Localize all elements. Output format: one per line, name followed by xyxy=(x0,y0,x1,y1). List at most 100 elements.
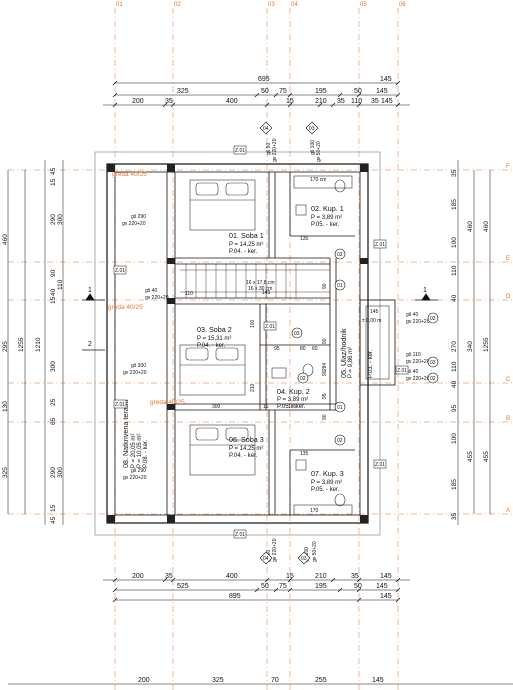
inner-dim-210: 210 xyxy=(250,383,256,392)
dim-bot-extra: 145 xyxy=(380,593,392,600)
marker-03: 03 xyxy=(294,331,300,337)
opening-r110: gš 110 xyxy=(406,352,421,358)
dim-left-15b: 15 xyxy=(50,296,57,304)
room-3-area: P = 15,31 m² xyxy=(197,336,231,342)
z-tag-4: Z.01 xyxy=(265,324,275,330)
opening-w300: gš 300 xyxy=(131,363,146,369)
opening-w40a: gš 40 xyxy=(145,288,157,294)
inner-dim-80: 80 xyxy=(300,346,306,352)
dim-top-145: 145 xyxy=(380,76,392,83)
inner-dim-95b: 95 xyxy=(322,393,328,399)
dim-left-45: 45 xyxy=(50,167,57,175)
dim-right-460b: 460 xyxy=(483,221,490,232)
inner-dim-135a: 135 xyxy=(300,236,309,242)
room-2-name: 02. Kup. 1 xyxy=(311,204,344,213)
staircase xyxy=(180,264,330,298)
dim-left-290b: 290 xyxy=(50,467,57,478)
dim-top-145b: 145 xyxy=(376,88,388,95)
inner-dim-300: 300 xyxy=(212,404,221,410)
axis-label-02: 02 xyxy=(174,2,181,8)
inner-dim-60: 60 xyxy=(312,346,318,352)
z-tag-labels: Z.01 Z.01 Z.01 Z.01 Z.01 Z.01 Z.01 Z.01 xyxy=(115,148,407,538)
dim-bot-145b: 145 xyxy=(376,583,388,590)
dim-left-300a: 300 xyxy=(57,214,64,225)
dim-left-460: 460 xyxy=(2,234,9,245)
dim-left-25: 25 xyxy=(50,398,57,406)
room-1-name: 01. Soba 1 xyxy=(229,231,264,240)
dim-bot-50: 50 xyxy=(261,583,269,590)
opening-t220a: gv 220+20 xyxy=(272,138,278,162)
z-tag-6: Z.01 xyxy=(375,462,385,468)
z-tag-7: Z.01 xyxy=(235,532,245,538)
opening-w220d: gv 220+20 xyxy=(123,475,147,481)
marker-02a: 02 xyxy=(337,252,343,258)
opening-t50b: gv 50+20 xyxy=(316,141,322,162)
dim-left-15c: 15 xyxy=(50,504,57,512)
dim-top-145c: 145 xyxy=(381,98,393,105)
level-diamonds xyxy=(259,121,319,565)
diamond-labels: 04 03 04 03 xyxy=(263,126,315,562)
room-7-floor: P.05. - ker. xyxy=(311,487,340,493)
top-dimensions xyxy=(103,80,410,108)
z-tag-3: Z.01 xyxy=(375,242,385,248)
dim-axis-200: 200 xyxy=(138,677,150,684)
dim-right-455b: 455 xyxy=(483,451,490,462)
dim-right-40: 40 xyxy=(451,294,458,302)
z-tag-8: Z.01 xyxy=(115,402,125,408)
dim-left-1255: 1255 xyxy=(18,337,25,352)
inner-dim-100: 100 xyxy=(250,319,256,328)
dim-top-75: 75 xyxy=(279,88,287,95)
dim-bot-50b: 50 xyxy=(354,583,362,590)
dim-axis-145: 145 xyxy=(372,677,384,684)
inner-dim-284: 284 xyxy=(322,362,328,371)
dim-left-110: 110 xyxy=(57,279,64,290)
marker-02d: 02 xyxy=(430,316,436,322)
dim-right-185b: 185 xyxy=(451,479,458,490)
room-2-area: P = 3,89 m² xyxy=(311,215,342,221)
dim-axis-325: 325 xyxy=(212,677,224,684)
room-labels: 01. Soba 1 P = 14,25 m² P.04. - ker. 02.… xyxy=(121,204,374,493)
inner-dim-90b: 90 xyxy=(322,370,328,376)
marker-01b: 01 xyxy=(337,405,343,411)
dim-left-295: 295 xyxy=(2,341,9,352)
inner-dim-145b: 145 xyxy=(262,290,271,296)
opening-w220c: gv 220+20 xyxy=(123,370,147,376)
dim-left-65: 65 xyxy=(50,417,57,425)
dim-right-95: 95 xyxy=(451,404,458,412)
marker-03b: 03 xyxy=(430,360,436,366)
room-2-floor: P.05. - ker. xyxy=(311,222,340,228)
dim-axis-70: 70 xyxy=(271,677,279,684)
right-dimensions xyxy=(457,160,491,525)
dim-top-210: 210 xyxy=(315,98,327,105)
dim-right-100: 100 xyxy=(451,237,458,248)
room-1-area: P = 14,25 m² xyxy=(229,242,263,248)
dim-axis-255: 255 xyxy=(315,677,327,684)
section-1-right: 1 xyxy=(423,287,427,294)
dim-left-90: 90 xyxy=(50,269,57,277)
dim-top-35: 35 xyxy=(165,98,173,105)
axis-label-01: 01 xyxy=(116,2,123,8)
dim-top-195: 195 xyxy=(315,88,327,95)
room-4-floor: P.05. - ker. xyxy=(277,404,306,410)
diamond-04a: 04 xyxy=(263,126,269,132)
detail-markers xyxy=(291,248,439,446)
z-tag-2: Z.01 xyxy=(115,268,125,274)
dim-bot-35: 35 xyxy=(165,573,173,580)
dim-bot-35b: 35 xyxy=(351,573,359,580)
opening-b50b: gv 50+20 xyxy=(312,541,318,562)
opening-w220b: gv 220+20 xyxy=(145,295,169,301)
dim-right-270: 270 xyxy=(451,341,458,352)
left-dimensions xyxy=(7,160,64,525)
dim-right-110b: 110 xyxy=(451,361,458,372)
opening-r220a: gv 220+20 xyxy=(406,319,430,325)
dim-bot-525: 525 xyxy=(177,583,189,590)
inner-dim-90d: 90 xyxy=(322,414,328,420)
room-3-floor: P.04. - ker. xyxy=(197,343,226,349)
inner-dim-145: 145 xyxy=(370,309,379,315)
z-tag-5: Z.01 xyxy=(397,368,407,374)
inner-dim-135b: 135 xyxy=(300,451,309,457)
inner-dim-185: 185 xyxy=(288,404,297,410)
dim-bot-200: 200 xyxy=(132,573,144,580)
z-tags xyxy=(113,145,409,539)
